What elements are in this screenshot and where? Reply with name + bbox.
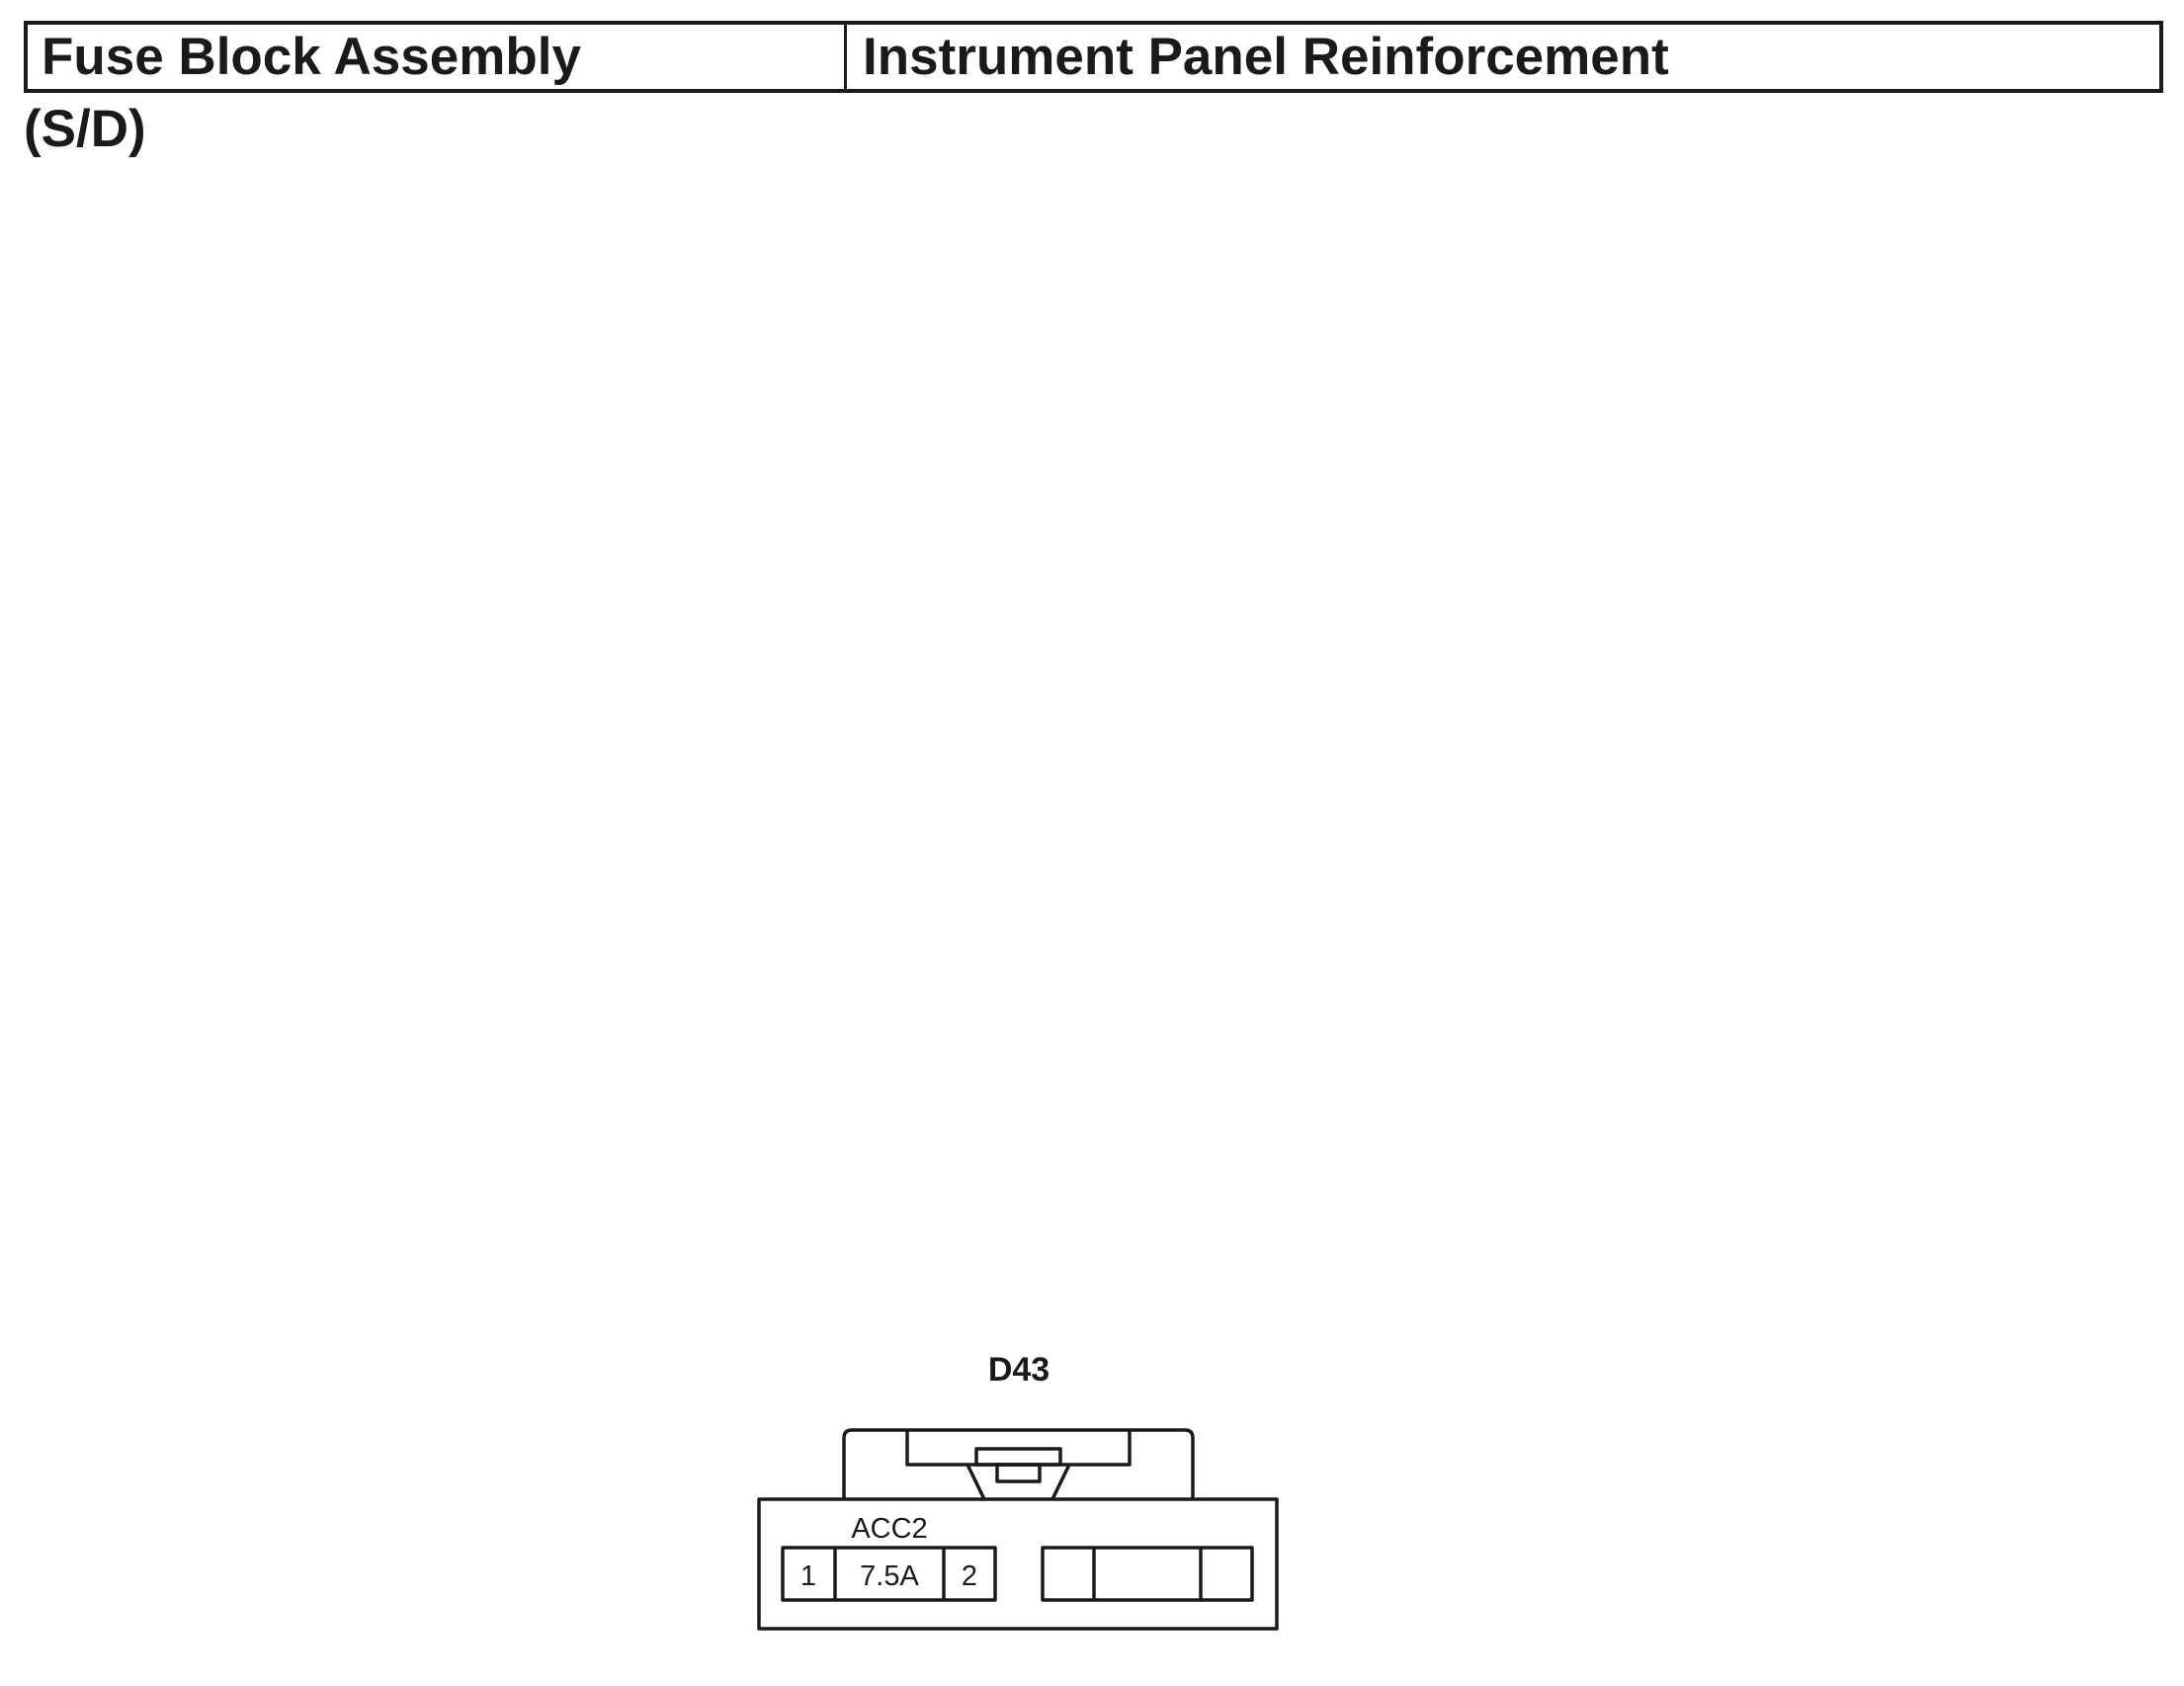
latch-tab: [974, 1447, 1062, 1467]
pin-1-label: 1: [800, 1560, 816, 1592]
header-title-left: Fuse Block Assembly: [28, 25, 847, 89]
latch-tab-inner: [995, 1463, 1042, 1483]
connector-id-label: D43: [988, 1351, 1050, 1389]
fuse-name-label: ACC2: [851, 1513, 927, 1545]
body-type-label: (S/D): [24, 100, 146, 158]
connector-housing-top: [842, 1428, 1195, 1499]
pin-2-label: 2: [962, 1560, 977, 1592]
connector-body: [757, 1497, 1279, 1631]
header-title-right: Instrument Panel Reinforcement: [863, 28, 1669, 86]
fuse-rating-label: 7.5A: [860, 1560, 919, 1592]
empty-slot-outline: [1041, 1546, 1254, 1602]
fuse-slot-outline: [781, 1546, 997, 1602]
latch-ramp-left: [966, 1464, 986, 1500]
latch-ramp-right: [1050, 1464, 1071, 1500]
header-table: Fuse Block Assembly Instrument Panel Rei…: [24, 21, 2163, 93]
